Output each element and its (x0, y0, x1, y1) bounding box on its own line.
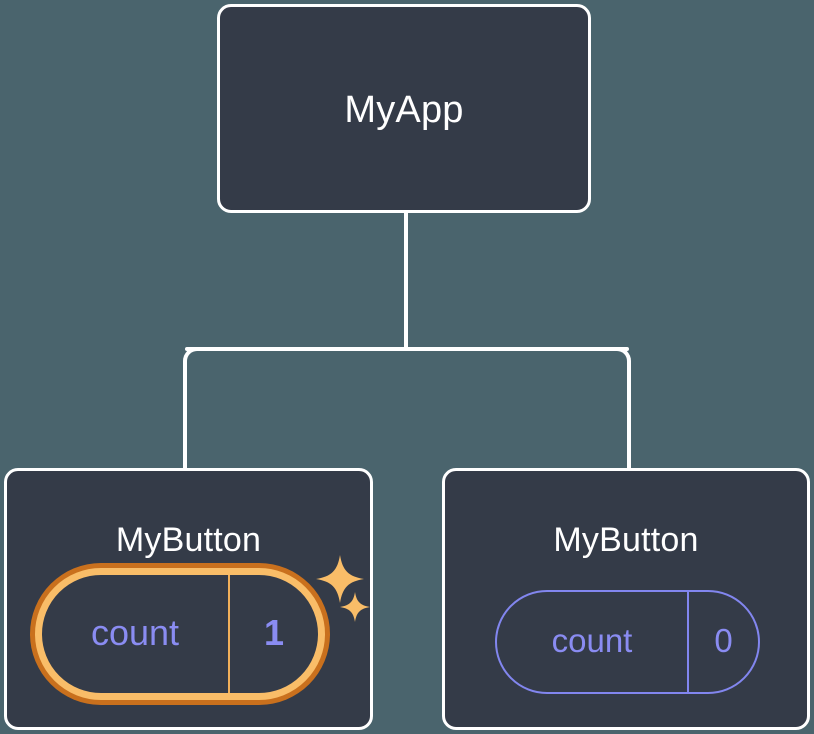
state-pill-divider (228, 575, 230, 693)
state-pill-updated[interactable]: count 1 (35, 568, 325, 700)
state-pill-divider (687, 592, 689, 692)
state-pill-left-wrapper: count 1 (35, 568, 325, 700)
edge-elbow-right (603, 347, 631, 375)
edge-bar-to-right-child (627, 371, 631, 471)
node-mybutton-left-label: MyButton (115, 521, 262, 559)
state-key-label: count (90, 612, 180, 653)
edge-bar-to-left-child (183, 371, 187, 471)
state-key-label: count (551, 622, 633, 659)
node-myapp-label: MyApp (344, 89, 464, 131)
state-value-label: 1 (263, 612, 285, 653)
node-myapp[interactable]: MyApp (217, 4, 591, 213)
edge-root-to-bar (404, 213, 408, 351)
node-mybutton-right[interactable]: MyButton (442, 468, 810, 730)
node-mybutton-right-label: MyButton (553, 521, 699, 559)
state-value-label: 0 (714, 622, 733, 659)
edge-horizontal-bar (185, 347, 629, 351)
state-pill-unchanged[interactable]: count 0 (495, 590, 760, 694)
edge-elbow-left (183, 347, 211, 375)
state-pill-right-wrapper: count 0 (495, 590, 760, 694)
